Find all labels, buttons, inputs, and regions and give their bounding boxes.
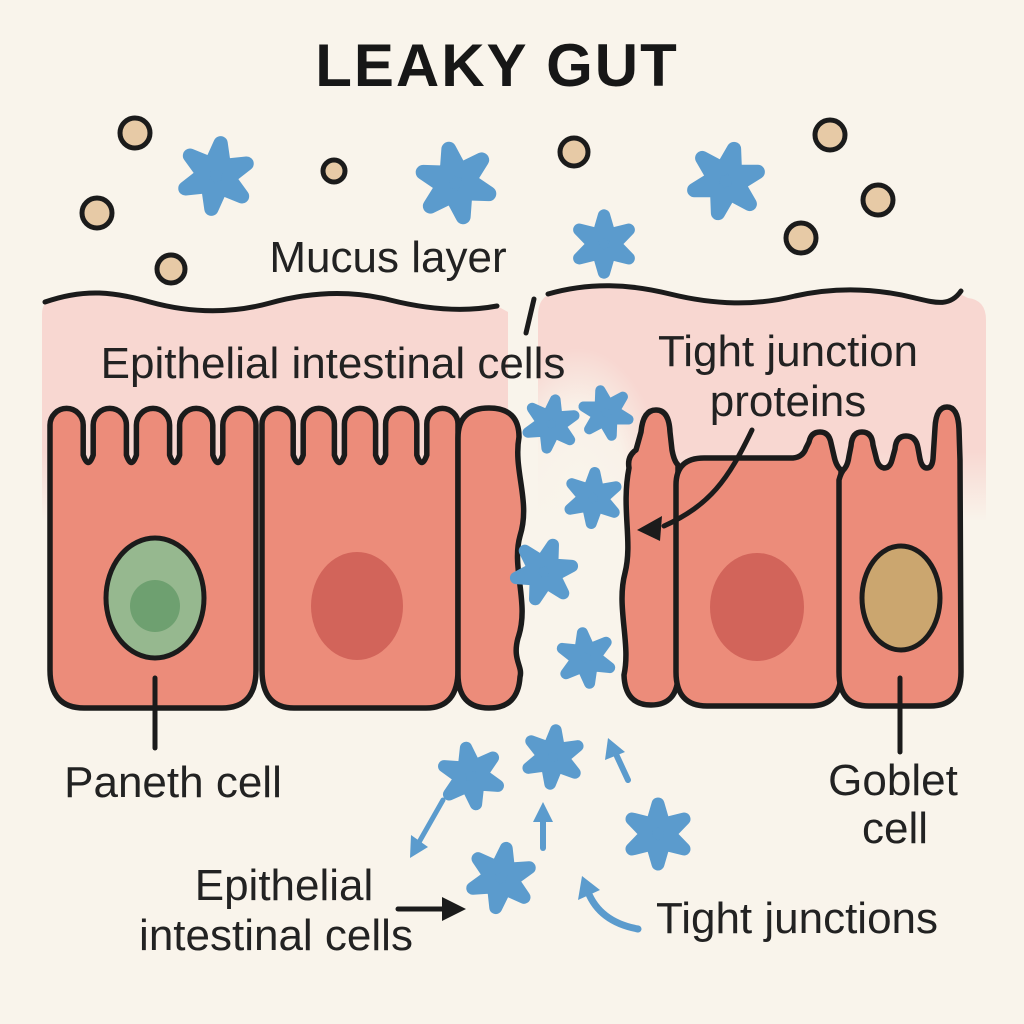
tight-junctions-arrowhead — [578, 876, 600, 900]
antigen-particle-icon — [470, 844, 532, 912]
tight-junction-proteins-arrowhead — [637, 516, 662, 541]
tight-junctions-label: Tight junctions — [656, 894, 938, 943]
antigen-particle-icon — [579, 216, 628, 273]
microbe-dot-icon — [320, 157, 348, 185]
epithelial-cell-row — [47, 404, 964, 711]
gap-flank-cell-right — [619, 407, 681, 708]
leak-flow-arrows — [410, 738, 642, 933]
epithelial-bottom-label-line1: Epithelial — [195, 861, 374, 910]
antigen-particle-icon — [183, 139, 249, 212]
paneth-nucleus-inner — [130, 580, 180, 632]
epithelial-bottom-label-line2: intestinal cells — [139, 911, 413, 960]
epithelial-bottom-arrowhead — [442, 897, 466, 921]
antigen-particle-icon — [527, 728, 579, 787]
antigen-particle-icon — [420, 143, 493, 223]
antigen-particle-icon — [690, 142, 761, 220]
tight-junction-proteins-label-line2: proteins — [710, 377, 867, 426]
microbe-dot-icon — [860, 182, 896, 218]
microbe-dot-icon — [154, 252, 188, 286]
tight-junctions-pointer-arrow — [584, 888, 642, 933]
leak-arrowhead — [533, 802, 553, 822]
antigen-particle-icon — [442, 744, 501, 809]
leak-arrowhead — [605, 738, 625, 760]
antigen-particle-icon — [632, 804, 684, 864]
gap-flank-cell-left — [455, 405, 527, 711]
paneth-cell-label: Paneth cell — [64, 758, 282, 807]
mucus-boundary-line-left — [42, 290, 500, 314]
goblet-nucleus — [859, 543, 943, 653]
mucus-layer-label: Mucus layer — [269, 233, 506, 282]
cell-nucleus — [311, 552, 403, 660]
epithelial-top-label: Epithelial intestinal cells — [101, 339, 566, 388]
microbe-dot-icon — [117, 115, 153, 151]
cell-nucleus — [710, 553, 804, 661]
leak-arrow-up-left — [612, 749, 631, 783]
antigen-particle-icon — [561, 630, 612, 687]
leak-arrow-down-left — [415, 797, 446, 847]
microbe-dot-icon — [557, 135, 591, 169]
tight-junction-proteins-arrow — [661, 427, 755, 529]
leak-arrowhead — [410, 835, 428, 858]
mucus-boundary-break-mark — [523, 296, 537, 336]
goblet-cell-label-line2: cell — [862, 804, 928, 853]
tight-junction-proteins-label-line1: Tight junction — [658, 327, 918, 376]
microbe-dot-icon — [79, 195, 115, 231]
goblet-cell-label-line1: Goblet — [828, 756, 958, 805]
microbe-dot-icon — [812, 117, 848, 153]
diagram-title: LEAKY GUT — [315, 32, 679, 99]
microbe-dots — [79, 115, 896, 286]
mucus-boundary-line-right — [545, 283, 964, 306]
microbe-dot-icon — [783, 220, 819, 256]
annotation-lines — [152, 427, 903, 921]
